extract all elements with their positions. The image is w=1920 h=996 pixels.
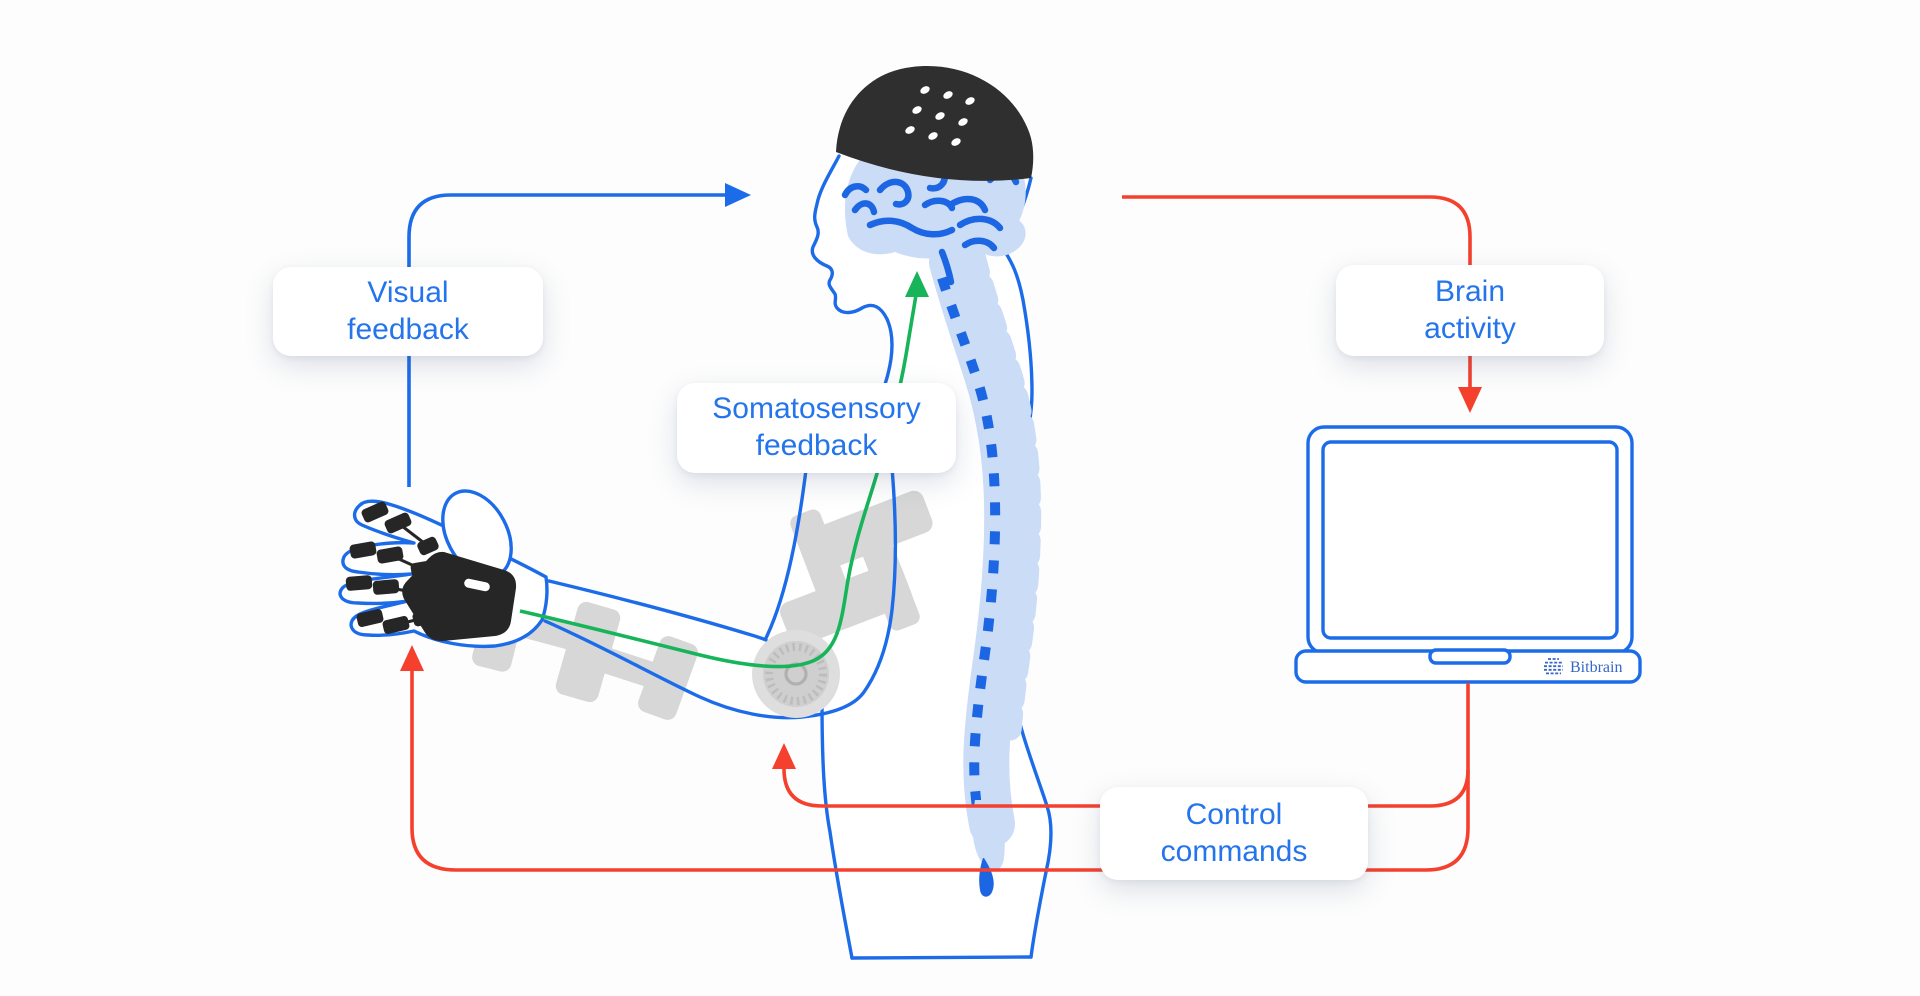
glove-slot — [464, 578, 490, 592]
cap-electrode-dots — [905, 86, 975, 146]
laptop-screen — [1321, 440, 1619, 640]
brain-fold — [946, 195, 989, 214]
visual-feedback-label: Visual feedback — [273, 267, 543, 356]
tailbone — [979, 858, 994, 897]
label-line: feedback — [347, 312, 469, 346]
label-line: Control — [1185, 797, 1283, 831]
label-line: activity — [1424, 311, 1516, 345]
control-commands-label: Control commands — [1100, 787, 1368, 880]
spine-discs — [937, 276, 1001, 827]
bitbrain-brand-text: Bitbrain — [1570, 659, 1622, 676]
brain-fold — [956, 215, 1004, 232]
upper-arm-exoskeleton — [779, 490, 933, 646]
label-line: Somatosensory — [712, 392, 921, 426]
label-line: Visual — [367, 275, 449, 309]
brain-fold — [841, 183, 870, 199]
brain-fold — [921, 197, 956, 212]
finger-segments — [345, 501, 439, 634]
spine-column — [929, 239, 1031, 847]
laptop-illustration: Bitbrain — [1294, 425, 1642, 684]
brain-fold — [961, 237, 998, 252]
brain-activity-arrow — [1122, 195, 1482, 413]
torso-bottom-line — [850, 955, 1033, 960]
label-line: feedback — [755, 429, 878, 462]
visual-feedback-arrow — [407, 183, 751, 487]
somatosensory-feedback-label: Somatosensory feedback — [677, 383, 956, 473]
laptop-hinge-notch — [1428, 648, 1512, 665]
forearm-top-outline — [547, 579, 768, 642]
brain-fold — [851, 200, 878, 216]
sacrum — [972, 800, 1005, 872]
somatosensory-feedback-arrow — [519, 271, 929, 669]
arrowhead-down — [1458, 387, 1482, 413]
brainstem-line — [938, 248, 955, 286]
arm-outer-outline — [543, 466, 898, 720]
cap-dome — [836, 66, 1034, 181]
arrowhead-right — [725, 183, 751, 207]
eeg-cap-icon — [836, 66, 1034, 181]
brain-fold — [876, 178, 912, 208]
arrowhead-up — [400, 645, 424, 671]
label-line: commands — [1160, 834, 1308, 868]
arrowhead-up — [772, 743, 796, 769]
prosthetic-hand — [338, 489, 549, 649]
brain-fold — [866, 217, 956, 238]
bitbrain-logo-icon — [1544, 658, 1563, 675]
control-commands-line-hand — [410, 671, 1470, 872]
elbow-gear-joint — [752, 630, 840, 718]
upper-arm-front-outline — [764, 468, 808, 640]
label-line: Brain — [1434, 274, 1506, 308]
brain-activity-label: Brain activity — [1336, 265, 1604, 356]
arrowhead-up — [905, 271, 929, 297]
